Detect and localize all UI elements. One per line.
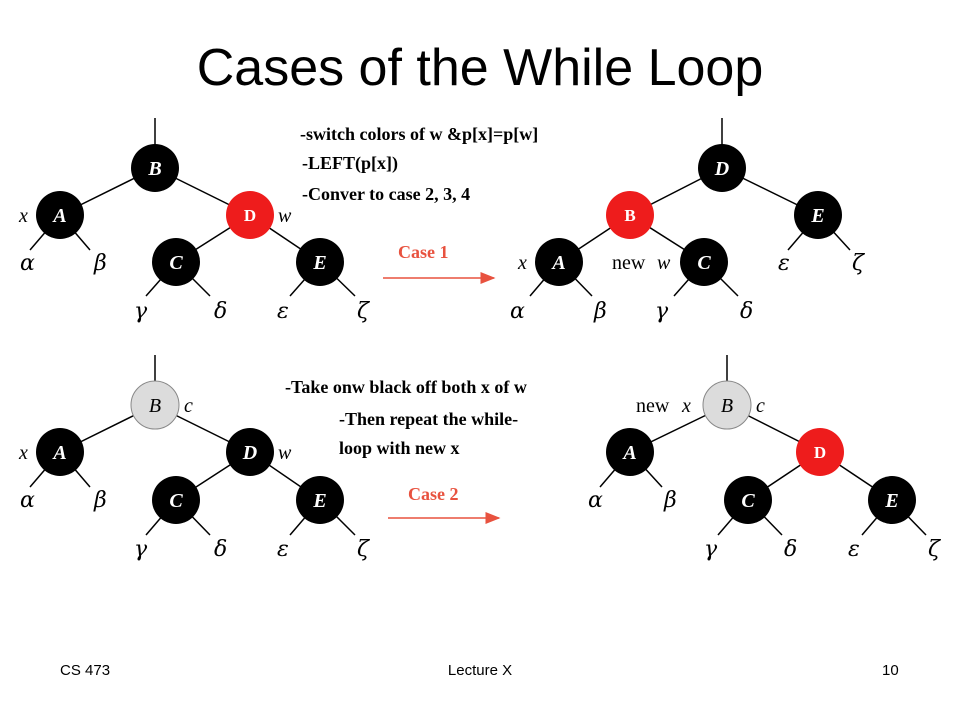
- node-a: A: [36, 191, 84, 239]
- pointer-c: c: [184, 395, 193, 417]
- svg-text:C: C: [169, 252, 183, 274]
- leaf-gamma: γ: [134, 299, 148, 324]
- pointer-c: c: [756, 395, 765, 417]
- leaf-gamma: γ: [704, 537, 718, 562]
- pointer-new: new: [612, 252, 646, 274]
- svg-text:B: B: [147, 158, 161, 180]
- svg-text:E: E: [312, 252, 326, 274]
- node-d: D: [226, 428, 274, 476]
- node-e: E: [794, 191, 842, 239]
- case1-right-tree: D B E A C x new w ε ζ α β γ δ: [510, 118, 866, 324]
- pointer-w: w: [278, 442, 292, 464]
- node-c: C: [152, 476, 200, 524]
- leaf-delta: δ: [740, 299, 753, 324]
- leaf-epsilon: ε: [277, 537, 289, 562]
- case2-right-tree: B A D C E new x c α β γ δ ε ζ: [588, 355, 942, 562]
- leaf-delta: δ: [214, 299, 227, 324]
- pointer-x: x: [18, 442, 28, 464]
- svg-text:A: A: [621, 442, 636, 464]
- node-e: E: [868, 476, 916, 524]
- svg-text:B: B: [624, 206, 635, 225]
- leaf-zeta: ζ: [357, 299, 371, 324]
- footer-page-number: 10: [882, 662, 899, 679]
- leaf-gamma: γ: [655, 299, 669, 324]
- case1-note-left-rotate: -LEFT(p[x]): [302, 153, 398, 173]
- node-b-red: B: [606, 191, 654, 239]
- pointer-x: x: [517, 252, 527, 274]
- svg-text:D: D: [244, 206, 256, 225]
- leaf-alpha: α: [588, 488, 603, 513]
- leaf-gamma: γ: [134, 537, 148, 562]
- case2-note-new-x: loop with new x: [339, 438, 460, 458]
- svg-text:C: C: [169, 490, 183, 512]
- leaf-beta: β: [663, 488, 677, 513]
- leaf-zeta: ζ: [357, 537, 371, 562]
- leaf-beta: β: [593, 299, 607, 324]
- pointer-x: x: [681, 395, 691, 417]
- leaf-alpha: α: [20, 251, 35, 276]
- svg-text:C: C: [697, 252, 711, 274]
- node-c: C: [152, 238, 200, 286]
- node-c: C: [680, 238, 728, 286]
- svg-text:E: E: [810, 205, 824, 227]
- leaf-delta: δ: [784, 537, 797, 562]
- node-c: C: [724, 476, 772, 524]
- node-a: A: [36, 428, 84, 476]
- leaf-zeta: ζ: [852, 251, 866, 276]
- svg-text:B: B: [721, 395, 733, 417]
- case1-label: Case 1: [398, 242, 449, 262]
- node-d: D: [698, 144, 746, 192]
- case2-label: Case 2: [408, 484, 459, 504]
- svg-text:A: A: [51, 442, 66, 464]
- svg-text:A: A: [51, 205, 66, 227]
- pointer-x: x: [18, 205, 28, 227]
- leaf-beta: β: [93, 488, 107, 513]
- slide-title: Cases of the While Loop: [196, 39, 764, 97]
- leaf-epsilon: ε: [778, 251, 790, 276]
- footer-lecture: Lecture X: [447, 662, 513, 679]
- leaf-delta: δ: [214, 537, 227, 562]
- node-b: B: [131, 144, 179, 192]
- case2-note-take-black: -Take onw black off both x of w: [285, 377, 527, 397]
- leaf-zeta: ζ: [928, 537, 942, 562]
- leaf-beta: β: [93, 251, 107, 276]
- svg-text:C: C: [741, 490, 755, 512]
- node-e: E: [296, 476, 344, 524]
- case1-note-convert: -Conver to case 2, 3, 4: [302, 184, 471, 204]
- leaf-epsilon: ε: [277, 299, 289, 324]
- node-a: A: [535, 238, 583, 286]
- node-e: E: [296, 238, 344, 286]
- svg-text:B: B: [149, 395, 161, 417]
- case1-note-switch-colors: -switch colors of w &p[x]=p[w]: [300, 124, 539, 144]
- case1-left-tree: B A D C E x w α β γ δ ε ζ: [18, 118, 371, 324]
- pointer-w: w: [657, 252, 671, 274]
- footer-course: CS 473: [60, 662, 111, 679]
- leaf-alpha: α: [20, 488, 35, 513]
- case2-left-tree: B A D C E c x w α β γ δ ε ζ: [18, 355, 371, 562]
- case2-note-repeat: -Then repeat the while-: [339, 409, 519, 429]
- node-d-red: D: [796, 428, 844, 476]
- node-b-gray: B: [702, 380, 752, 430]
- node-b-gray: B: [130, 380, 180, 430]
- svg-text:D: D: [242, 442, 257, 464]
- pointer-w: w: [278, 205, 292, 227]
- node-d-red: D: [226, 191, 274, 239]
- svg-text:D: D: [714, 158, 729, 180]
- pointer-new: new: [636, 395, 670, 417]
- leaf-epsilon: ε: [848, 537, 860, 562]
- leaf-alpha: α: [510, 299, 525, 324]
- svg-text:E: E: [884, 490, 898, 512]
- node-a: A: [606, 428, 654, 476]
- svg-text:E: E: [312, 490, 326, 512]
- svg-text:A: A: [550, 252, 565, 274]
- svg-text:D: D: [814, 443, 826, 462]
